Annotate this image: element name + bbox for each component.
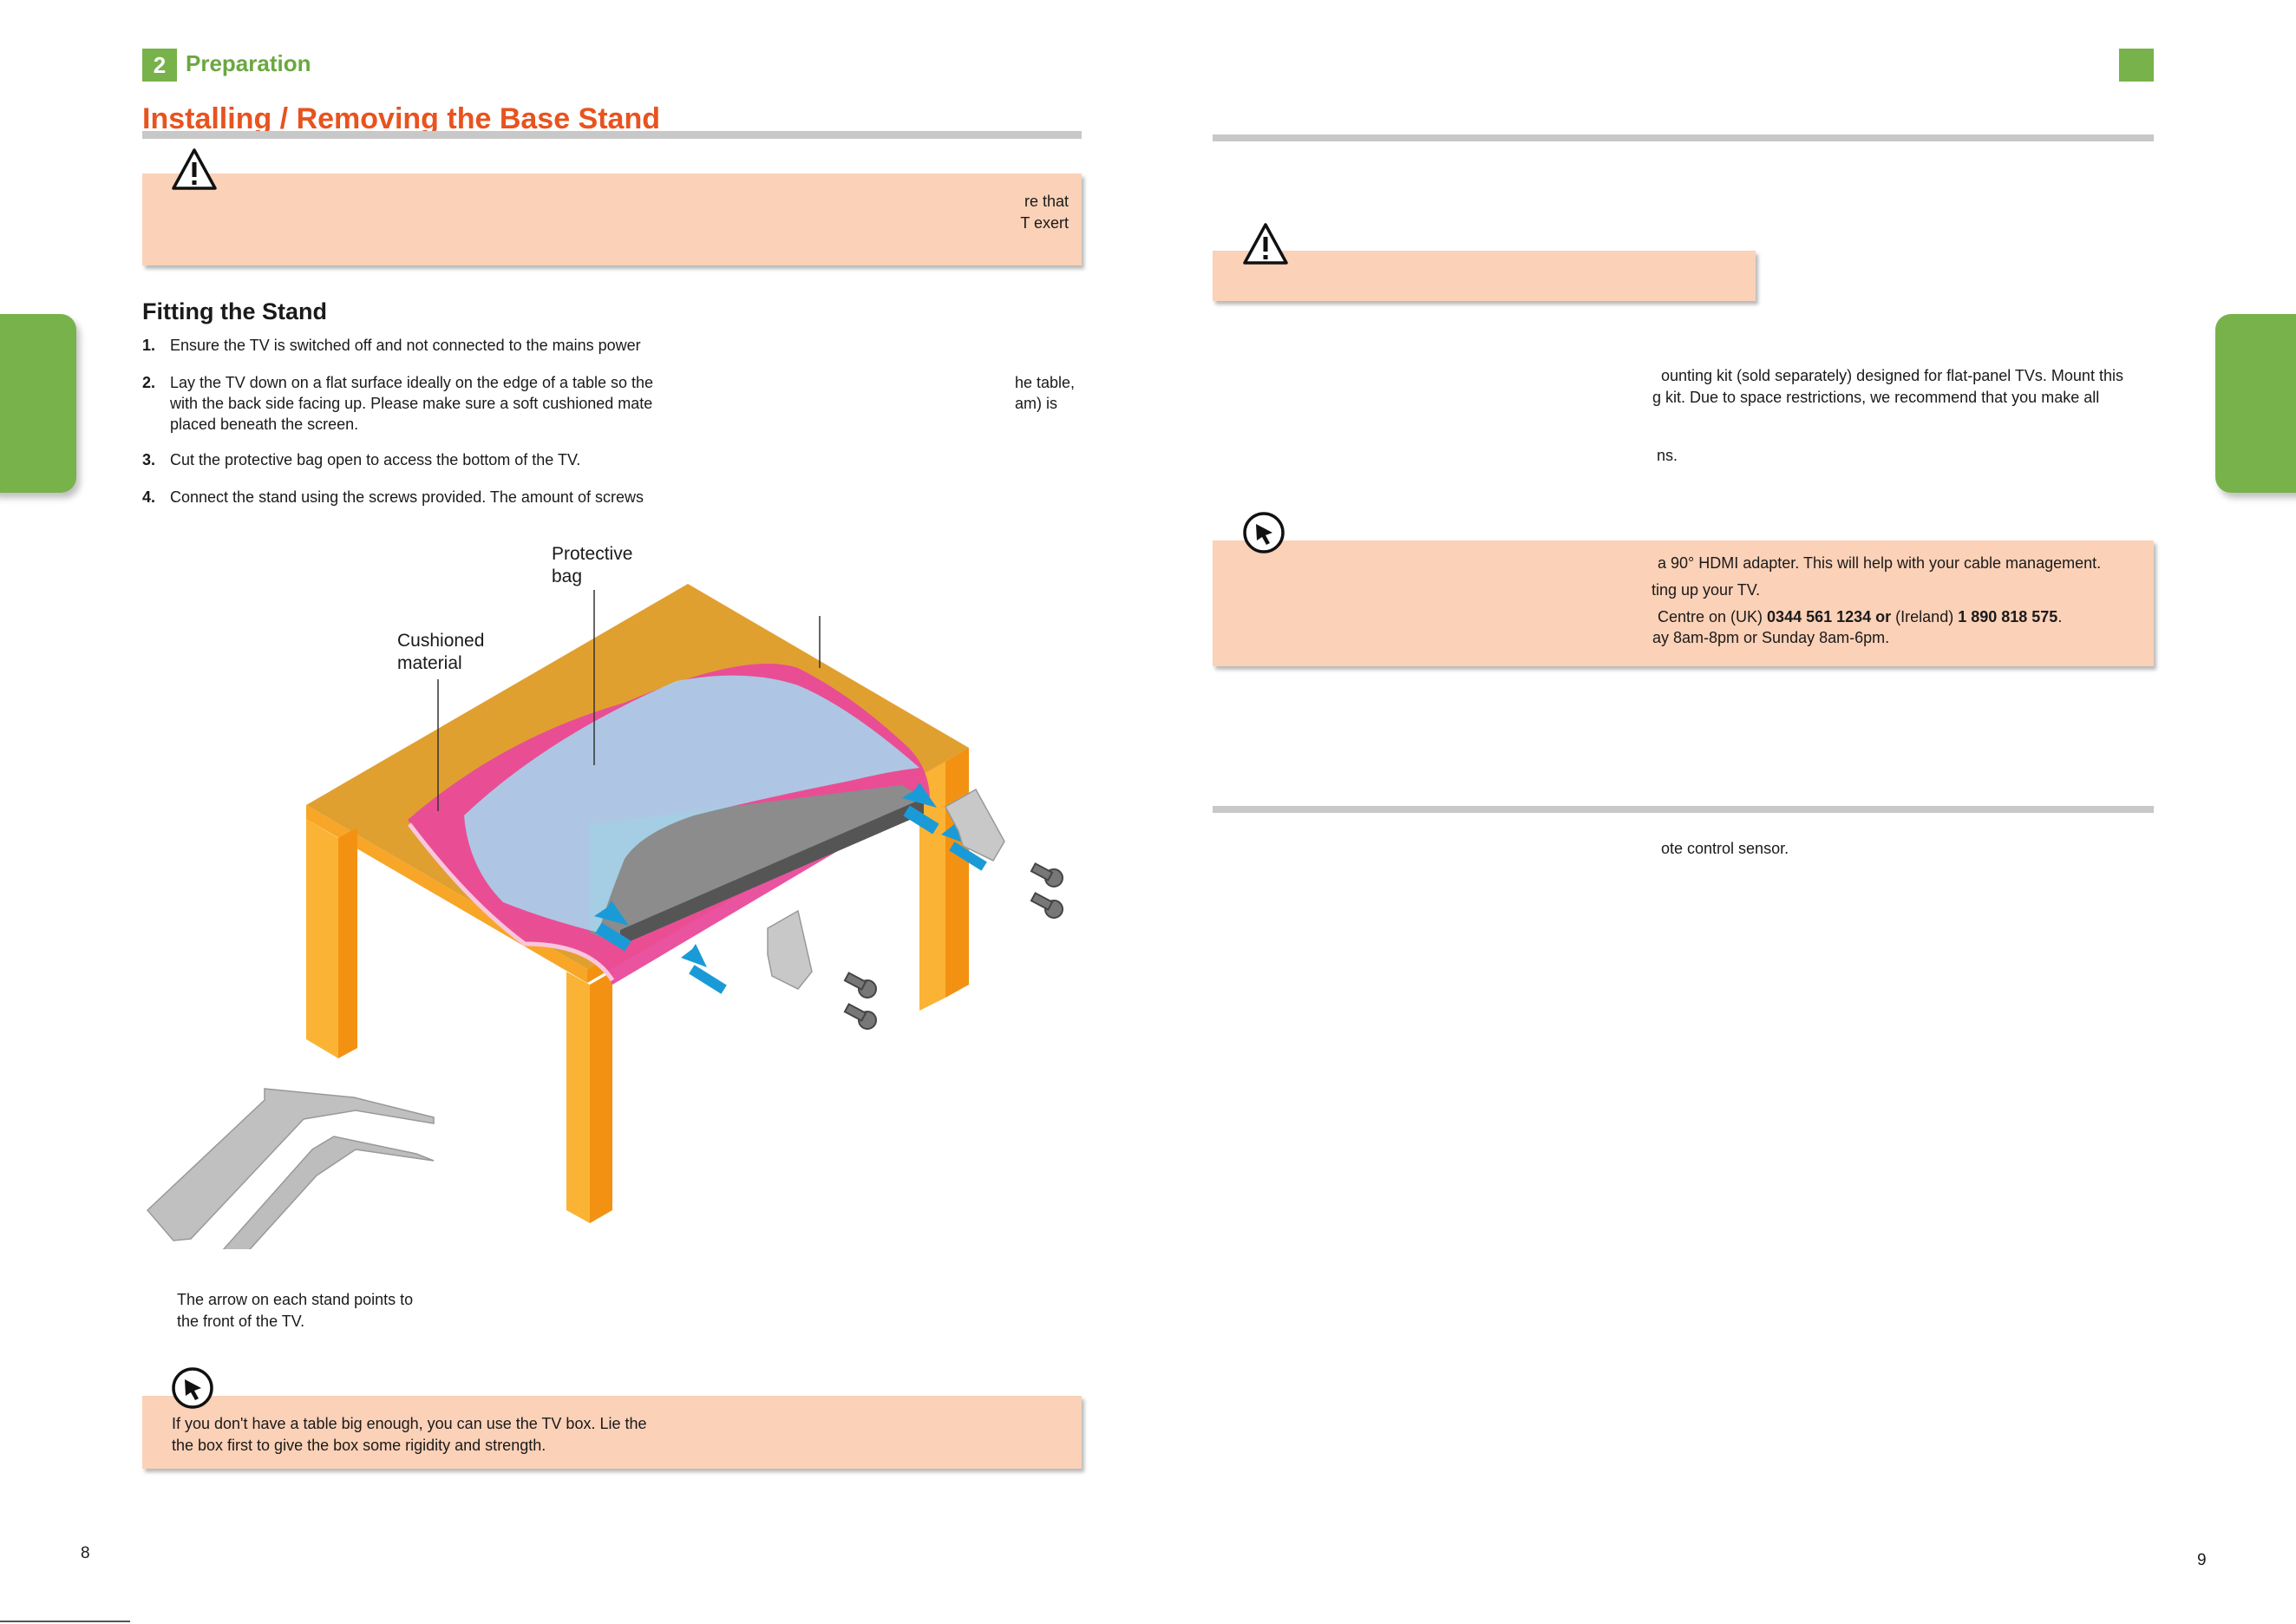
page-title: Installing / Removing the Base Stand <box>142 102 660 135</box>
wall-mount-text-2: g kit. Due to space restrictions, we rec… <box>1652 389 2100 406</box>
right-rule-2 <box>1213 806 2154 813</box>
warning-triangle-icon <box>172 148 217 190</box>
bottom-rule <box>0 1621 130 1622</box>
right-rule-1 <box>1213 134 2154 141</box>
tip-right-text-1: a 90° HDMI adapter. This will help with … <box>1658 554 2102 572</box>
cushioned-label-1: Cushioned <box>397 631 485 651</box>
tip-box <box>142 1396 1082 1469</box>
list-item: 1.Ensure the TV is switched off and not … <box>142 337 641 354</box>
steps-list: 1.Ensure the TV is switched off and not … <box>142 335 1079 524</box>
stand-installation-illustration <box>146 584 1063 1249</box>
warning-text-1: re that <box>1024 193 1069 210</box>
title-rule <box>142 131 1082 139</box>
page-number-left: 8 <box>81 1544 90 1562</box>
sensor-text: ote control sensor. <box>1661 840 1789 857</box>
stand-caption-2: the front of the TV. <box>177 1313 305 1330</box>
warning-text-2: T exert <box>1020 214 1069 232</box>
warning-box-right <box>1213 251 1756 301</box>
protective-bag-label-1: Protective <box>552 544 633 564</box>
warning-triangle-icon <box>1243 223 1288 265</box>
wall-mount-text-1: ounting kit (sold separately) designed f… <box>1661 367 2123 384</box>
tip-right-text-3: Centre on (UK) 0344 561 1234 or (Ireland… <box>1658 608 2063 625</box>
tip-pointer-icon <box>1243 512 1285 553</box>
side-tab-right <box>2215 314 2296 493</box>
side-tab-left <box>0 314 76 493</box>
list-item: 2. Lay the TV down on a flat surface ide… <box>142 374 1076 433</box>
tip-text-1: If you don't have a table big enough, yo… <box>172 1415 647 1432</box>
stand-caption-1: The arrow on each stand points to <box>177 1291 414 1308</box>
list-item: 4.Connect the stand using the screws pro… <box>142 488 644 506</box>
warning-box <box>142 174 1082 265</box>
protective-bag-label-2: bag <box>552 566 583 586</box>
section-marker-right <box>2119 49 2154 82</box>
tip-pointer-icon <box>172 1367 213 1409</box>
tip-text-2: the box first to give the box some rigid… <box>172 1437 546 1454</box>
section-number-badge: 2 <box>142 49 177 82</box>
tip-right-text-2: ting up your TV. <box>1652 581 1761 599</box>
page-number-right: 9 <box>2197 1551 2207 1569</box>
fitting-heading: Fitting the Stand <box>142 298 327 324</box>
tip-right-text-4: ay 8am-8pm or Sunday 8am-6pm. <box>1652 629 1890 646</box>
wall-mount-text-3: ns. <box>1657 447 1678 464</box>
list-item: 3.Cut the protective bag open to access … <box>142 451 581 468</box>
section-label: Preparation <box>186 50 311 76</box>
tip-box-right <box>1213 540 2154 666</box>
cushioned-label-2: material <box>397 653 462 673</box>
